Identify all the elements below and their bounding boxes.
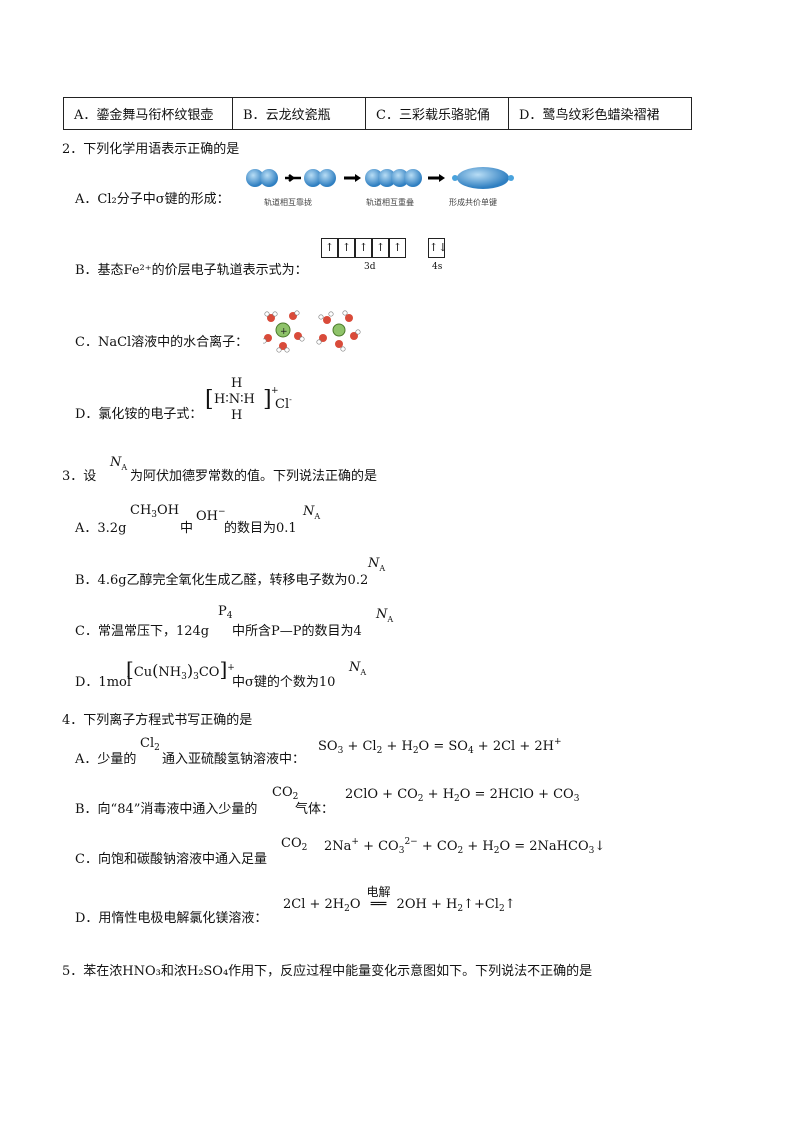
q3-option-b: B．4.6g乙醇完全氧化生成乙醛，转移电子数为0.2: [75, 573, 369, 588]
equation-a: SO3 + Cl2 + H2O = SO4 + 2Cl + 2H+: [318, 737, 562, 756]
q1-option-d: D．鹭鸟纹彩色蜡染褶裙: [508, 97, 692, 130]
q3-option-a-mid: 中: [180, 521, 194, 536]
q1-option-c: C．三彩载乐骆驼俑: [365, 97, 509, 130]
q3-option-d-post: 中σ键的个数为10: [232, 675, 336, 690]
q3-option-a-pre: A．3.2g: [75, 521, 127, 536]
q2-stem: 2．下列化学用语表示正确的是: [62, 142, 240, 157]
q3-stem-pre: 3．设: [62, 469, 97, 484]
equation-c: 2Na+ + CO32− + CO2 + H2O = 2NaHCO3↓: [324, 837, 606, 856]
q1-options-table: A．鎏金舞马衔杯纹银壶 B．云龙纹瓷瓶 C．三彩载乐骆驼俑 D．鹭鸟纹彩色蜡染褶…: [63, 97, 692, 130]
orbital-4s-box: ↑↓: [428, 238, 447, 258]
q4-option-d-pre: D．用惰性电极电解氯化镁溶液：: [75, 911, 268, 926]
svg-text:+: +: [280, 327, 288, 337]
q3-option-c-post: 中所含P—P的数目为4: [232, 624, 362, 639]
q2-option-b: B．基态Fe²⁺的价层电子轨道表示式为：: [75, 263, 308, 278]
q1-option-b: B．云龙纹瓷瓶: [232, 97, 366, 130]
equation-b: 2ClO + CO2 + H2O = 2HClO + CO3: [345, 787, 580, 804]
q3-option-c-pre: C．常温常压下，124g: [75, 624, 210, 639]
caption-overlap: 轨道相互重叠: [366, 198, 414, 207]
caption-approach: 轨道相互靠拢: [264, 198, 312, 207]
formula-copper-complex: [Cu(NH3)3CO]+: [126, 657, 235, 682]
formula-methanol: CH3OH: [130, 503, 180, 520]
sigma-bond-formation-diagram: [246, 167, 514, 189]
formula-hydroxide: OH−: [196, 507, 226, 524]
q3-option-d-pre: D．1mol: [75, 675, 132, 690]
q2-option-c: C．NaCl溶液中的水合离子：: [75, 335, 249, 350]
avogadro-symbol: NA: [110, 455, 128, 472]
q3-option-a-post: 的数目为0.1: [224, 521, 297, 536]
q1-option-a: A．鎏金舞马衔杯纹银壶: [63, 97, 233, 130]
q2-option-d: D．氯化铵的电子式：: [75, 407, 203, 422]
q4-option-a-pre: A．少量的: [75, 752, 137, 767]
q4-option-c-pre: C．向饱和碳酸钠溶液中通入足量: [75, 852, 267, 867]
avogadro-symbol: NA: [349, 660, 367, 677]
formula-co2: CO2: [272, 785, 299, 802]
caption-single-bond: 形成共价单键: [449, 198, 497, 207]
q4-option-b-pre: B．向“84”消毒液中通入少量的: [75, 802, 258, 817]
avogadro-symbol: NA: [376, 607, 394, 624]
q2-option-a: A．Cl₂分子中σ键的形成：: [75, 192, 230, 207]
q5-stem: 5．苯在浓HNO₃和浓H₂SO₄作用下，反应过程中能量变化示意图如下。下列说法不…: [62, 964, 593, 979]
q4-option-b-post: 气体：: [295, 802, 335, 817]
label-4s: 4s: [432, 262, 443, 272]
formula-cl2: Cl2: [140, 736, 160, 753]
formula-co2: CO2: [281, 836, 308, 853]
formula-p4: P4: [218, 604, 233, 621]
q3-stem-post: 为阿伏加德罗常数的值。下列说法正确的是: [130, 469, 378, 484]
label-3d: 3d: [364, 262, 376, 272]
hydrated-ions-diagram: +: [263, 310, 361, 353]
electrolysis-label: 电解: [366, 885, 391, 899]
q4-stem: 4．下列离子方程式书写正确的是: [62, 713, 253, 728]
orbital-3d-boxes: ↑↑↑↑↑: [321, 238, 406, 258]
q4-option-a-post: 通入亚硫酸氢钠溶液中：: [162, 752, 306, 767]
avogadro-symbol: NA: [303, 504, 321, 521]
avogadro-symbol: NA: [368, 556, 386, 573]
